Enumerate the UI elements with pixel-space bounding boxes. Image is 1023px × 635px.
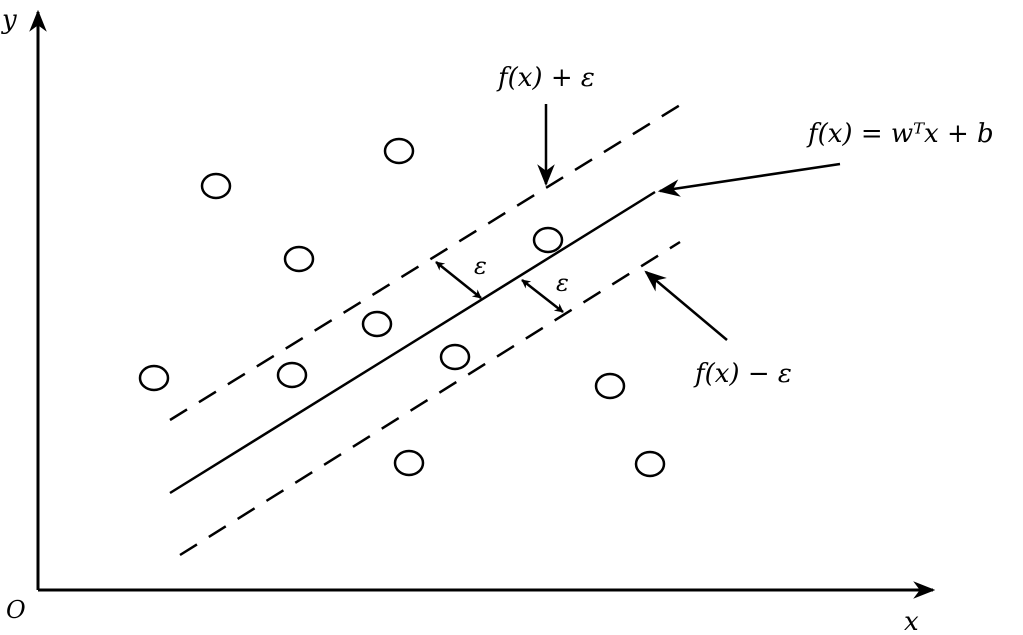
data-point — [439, 343, 471, 371]
lower-bound-label: f(x) − ε — [693, 359, 792, 389]
upper-bound-label: f(x) + ε — [496, 63, 595, 93]
lower-bound-arrow — [644, 270, 728, 341]
origin-label: O — [6, 596, 26, 624]
data-points — [138, 137, 666, 478]
epsilon-lower-label: ε — [556, 269, 569, 297]
data-point — [393, 449, 425, 477]
upper-bound-line — [169, 100, 686, 422]
lower-bound-line — [179, 240, 681, 557]
data-point — [276, 361, 308, 389]
data-point — [532, 226, 564, 254]
epsilon-lower-arrow — [521, 279, 564, 313]
data-point — [594, 372, 626, 400]
data-point — [200, 172, 232, 200]
data-point — [138, 364, 170, 392]
data-point — [361, 310, 393, 338]
data-point — [634, 450, 666, 478]
data-point — [283, 245, 315, 273]
regression-label: f(x) = wᵀx + b — [806, 119, 994, 149]
epsilon-upper-arrow — [435, 261, 482, 299]
y-axis-label: y — [1, 5, 17, 35]
regression-arrow — [657, 162, 841, 197]
regression-line — [169, 190, 656, 495]
epsilon-upper-label: ε — [474, 252, 487, 280]
data-point — [383, 137, 415, 165]
x-axis-label: x — [904, 607, 919, 635]
